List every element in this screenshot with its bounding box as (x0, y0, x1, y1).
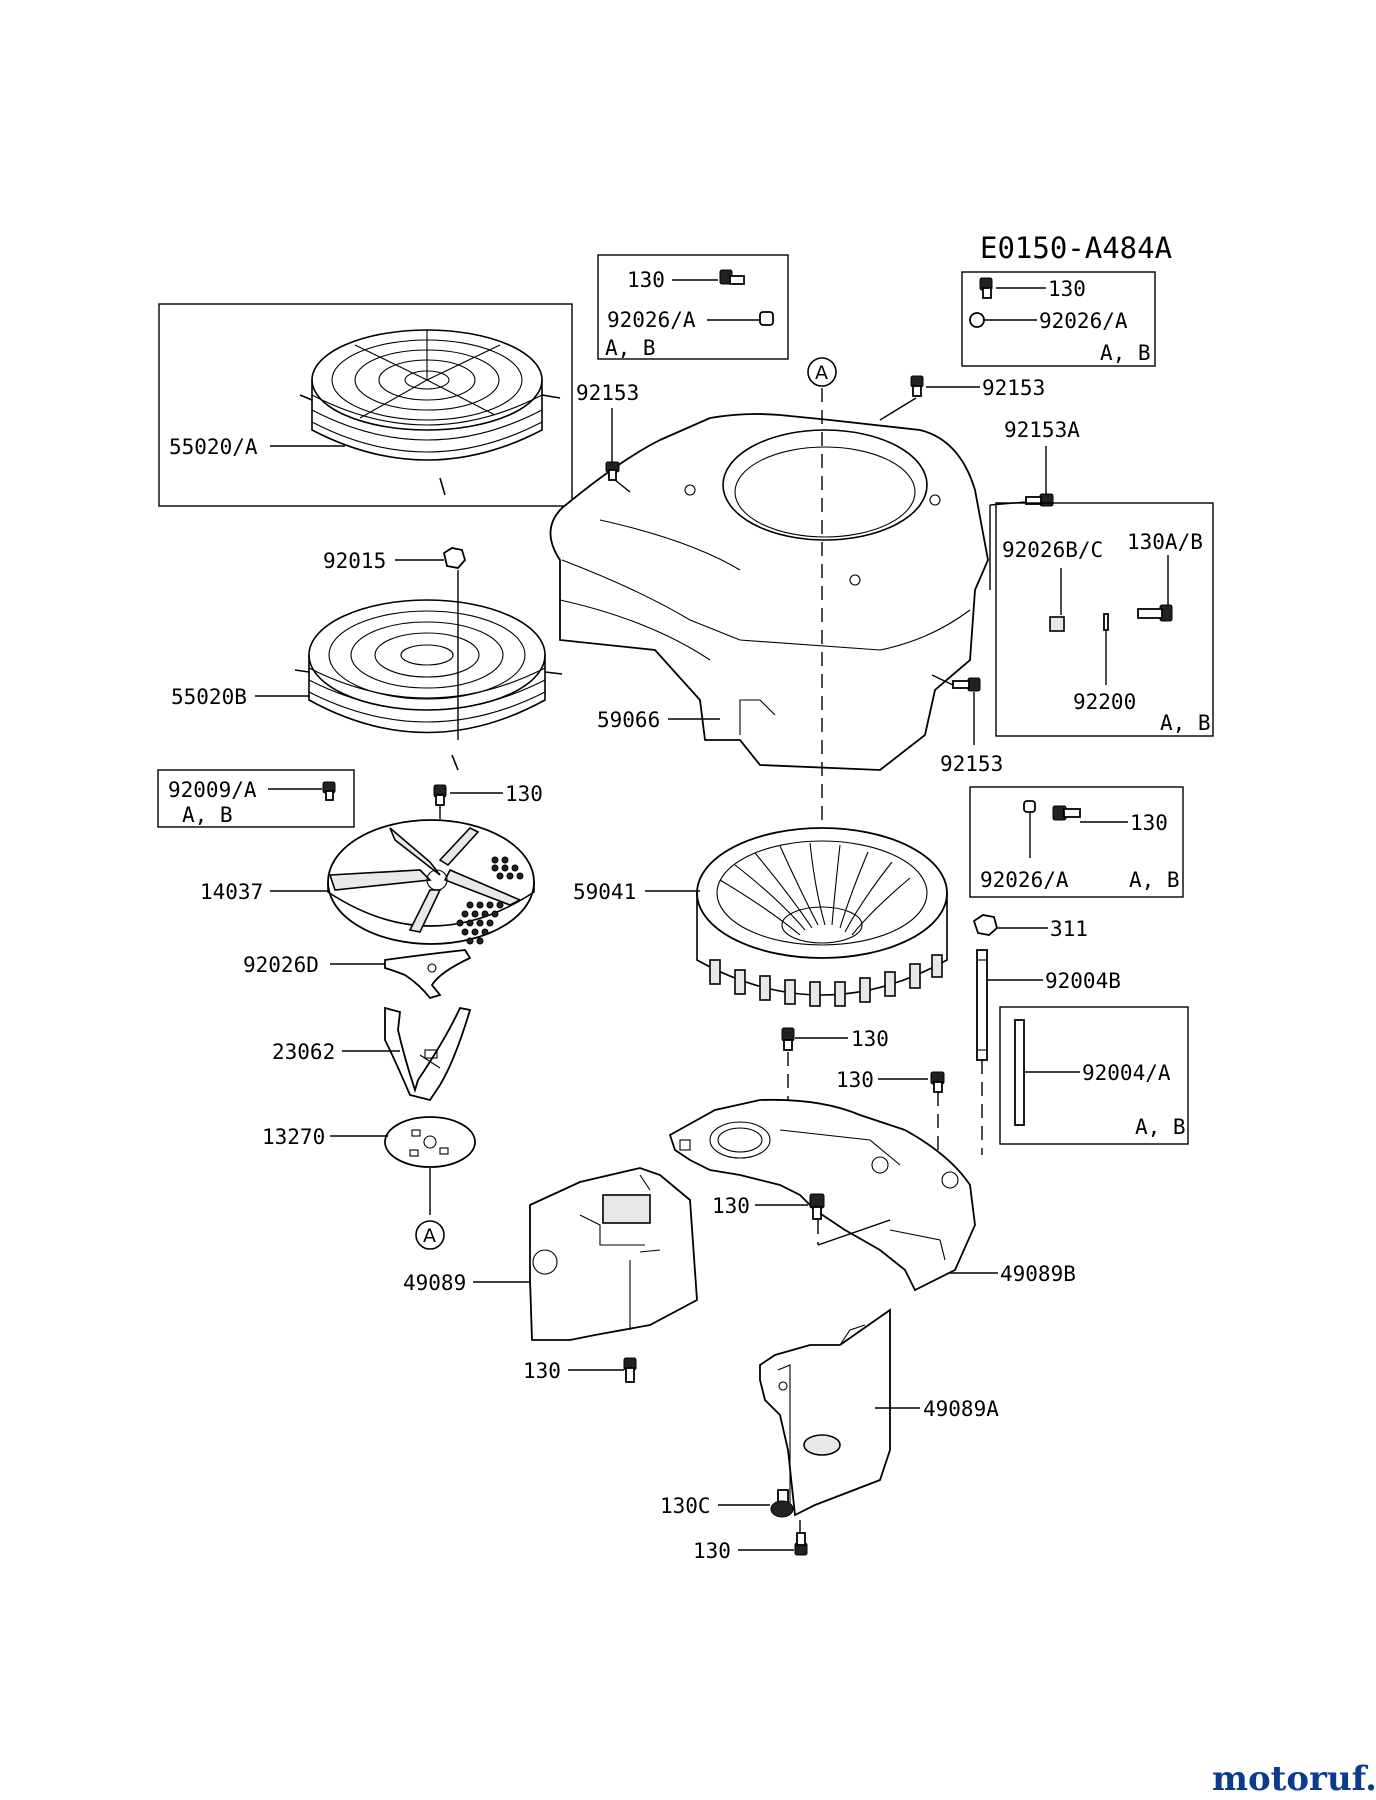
washer-92026d (384, 949, 472, 1000)
rotating-screen-icon (294, 599, 563, 771)
bolt-icon (719, 269, 745, 285)
hardware-box-left: 92009/A A, B (157, 769, 355, 828)
diagram-code: E0150-A484A (980, 231, 1172, 265)
bolt-icon (1052, 805, 1081, 821)
label-92026a[interactable]: 92026/A (1039, 309, 1128, 333)
stud-icon (1025, 493, 1054, 507)
bolt-icon (809, 1193, 825, 1220)
washer-icon (1049, 616, 1065, 632)
label-130[interactable]: 130 (523, 1359, 561, 1383)
label-92009a[interactable]: 92009/A (168, 778, 257, 802)
label-92026a[interactable]: 92026/A (980, 868, 1069, 892)
bolt-icon (930, 1071, 945, 1093)
bolt-icon (770, 1489, 794, 1518)
label-130[interactable]: 130 (1130, 811, 1168, 835)
watermark-text: motoruf.de (1212, 1759, 1376, 1799)
label-92153[interactable]: 92153 (576, 381, 639, 405)
label-92026d[interactable]: 92026D (243, 953, 319, 977)
label-ab: A, B (1129, 868, 1180, 892)
hardware-box-top-right: 130 92026/A A, B (961, 271, 1156, 367)
label-130[interactable]: 130 (693, 1539, 731, 1563)
bracket-23062 (384, 1006, 472, 1102)
label-92004b[interactable]: 92004B (1045, 969, 1121, 993)
cover-49089 (529, 1167, 698, 1341)
label-311[interactable]: 311 (1050, 917, 1088, 941)
callout-marker-a-text: A (815, 362, 828, 384)
label-92153a[interactable]: 92153A (1004, 418, 1080, 442)
label-59066[interactable]: 59066 (597, 708, 660, 732)
spacer-icon (759, 311, 774, 326)
blower-housing-59066 (549, 413, 989, 771)
fan-fins (709, 954, 943, 1007)
screen-box-55020a: 55020/A (158, 303, 573, 507)
bolt-icon (910, 375, 924, 397)
callout-marker-a (807, 357, 837, 387)
label-23062[interactable]: 23062 (272, 1040, 335, 1064)
label-ab: A, B (1100, 341, 1151, 365)
plate-13270 (384, 1116, 476, 1168)
label-130[interactable]: 130 (505, 782, 543, 806)
hardware-box-right: 92026B/C 130A/B 92200 A, B (995, 502, 1214, 737)
hardware-box-top-center: 130 92026/A A, B (597, 254, 789, 360)
label-92153[interactable]: 92153 (940, 752, 1003, 776)
bolt-icon (952, 677, 981, 692)
hardware-box-mid-right: 130 92026/A A, B (969, 786, 1184, 898)
label-ab: A, B (605, 336, 656, 360)
bolt-icon (1137, 604, 1173, 622)
cover-49089a (759, 1308, 891, 1517)
label-130[interactable]: 130 (836, 1068, 874, 1092)
label-14037[interactable]: 14037 (200, 880, 263, 904)
nut-icon (972, 914, 999, 936)
watermark: motoruf.de (1212, 1759, 1376, 1799)
label-92015[interactable]: 92015 (323, 549, 386, 573)
label-13270[interactable]: 13270 (262, 1125, 325, 1149)
pin-icon (1103, 613, 1109, 631)
label-130[interactable]: 130 (1048, 277, 1086, 301)
spacer-icon (969, 312, 985, 328)
rotating-screen-icon (299, 329, 561, 496)
stud-icon (976, 949, 988, 1061)
label-92153[interactable]: 92153 (982, 376, 1045, 400)
label-130[interactable]: 130 (851, 1027, 889, 1051)
bolt-icon (623, 1357, 637, 1383)
label-ab: A, B (1160, 711, 1211, 735)
label-ab: A, B (182, 803, 233, 827)
hardware-box-stud: 92004/A A, B (999, 1006, 1189, 1145)
bolt-icon (322, 781, 336, 801)
label-49089[interactable]: 49089 (403, 1271, 466, 1295)
label-59041[interactable]: 59041 (573, 880, 636, 904)
label-130c[interactable]: 130C (660, 1494, 711, 1518)
label-55020b[interactable]: 55020B (171, 685, 247, 709)
label-92026bc[interactable]: 92026B/C (1002, 538, 1103, 562)
mesh-pattern (456, 856, 524, 945)
screen-plate-14037 (327, 819, 535, 945)
callout-marker-a (415, 1220, 445, 1250)
label-92004a[interactable]: 92004/A (1082, 1061, 1171, 1085)
bolt-icon (979, 277, 993, 299)
flywheel-fan-59041 (696, 827, 948, 1007)
bolt-icon (605, 461, 620, 481)
bolt-icon (794, 1532, 808, 1556)
label-92200[interactable]: 92200 (1073, 690, 1136, 714)
label-130[interactable]: 130 (627, 268, 665, 292)
bolt-icon (433, 784, 447, 806)
label-130ab[interactable]: 130A/B (1127, 530, 1203, 554)
label-130[interactable]: 130 (712, 1194, 750, 1218)
spacer-icon (1023, 800, 1036, 813)
nut-icon (442, 547, 467, 569)
label-55020a[interactable]: 55020/A (169, 435, 258, 459)
stud-icon (1014, 1019, 1025, 1126)
label-49089b[interactable]: 49089B (1000, 1262, 1076, 1286)
label-ab: A, B (1135, 1115, 1186, 1139)
label-92026a[interactable]: 92026/A (607, 308, 696, 332)
bolt-icon (781, 1027, 795, 1051)
label-49089a[interactable]: 49089A (923, 1397, 999, 1421)
callout-marker-a-text: A (423, 1225, 436, 1247)
